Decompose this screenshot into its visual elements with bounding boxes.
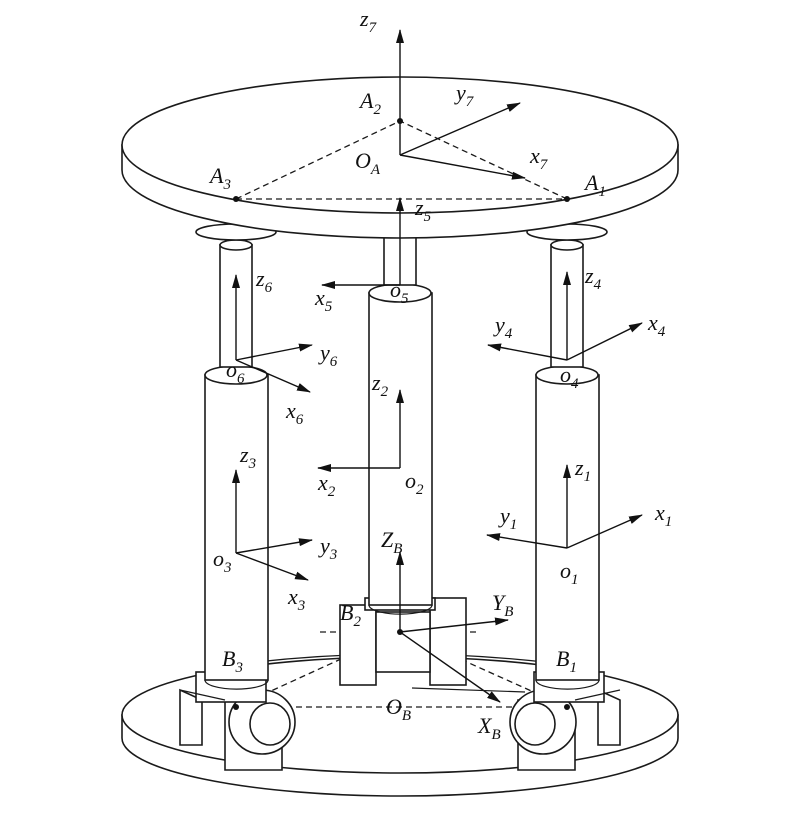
label-a1: A1	[583, 170, 606, 200]
label-z3: z3	[239, 442, 256, 472]
label-x6: x6	[285, 398, 304, 428]
label-o2: o2	[405, 468, 424, 498]
label-ob: OB	[386, 694, 411, 724]
label-oa: OA	[355, 148, 381, 178]
label-z6: z6	[255, 266, 273, 296]
frame-b-axes	[233, 551, 570, 710]
label-x7: x7	[529, 143, 549, 173]
label-o1: o1	[560, 558, 579, 588]
label-y1: y1	[498, 503, 517, 533]
joint-b2	[339, 597, 467, 686]
label-x4: x4	[647, 310, 666, 340]
frame-5-axes	[321, 197, 404, 289]
label-x2: x2	[317, 470, 336, 500]
label-b1: B1	[556, 646, 577, 676]
label-o3: o3	[213, 546, 232, 576]
label-yb: YB	[492, 590, 513, 620]
label-y7: y7	[454, 80, 475, 110]
label-x5: x5	[314, 285, 333, 315]
frame-7-axes	[396, 29, 526, 180]
label-o4: o4	[560, 362, 579, 392]
label-y3: y3	[318, 533, 337, 563]
label-a3: A3	[208, 163, 231, 193]
label-o6: o6	[226, 357, 245, 387]
label-z4: z4	[584, 263, 602, 293]
label-y6: y6	[318, 340, 338, 370]
label-xb: XB	[477, 713, 501, 743]
label-z2: z2	[371, 370, 389, 400]
label-z7: z7	[359, 6, 378, 36]
label-b3: B3	[222, 646, 243, 676]
label-o5: o5	[390, 277, 409, 307]
label-b2: B2	[340, 600, 361, 630]
frame-2-axes	[317, 389, 404, 472]
labels: z7 A2 y7 OA x7 A3 A1 z5 z6 x5 o5 z4 y4 x…	[208, 6, 672, 743]
frame-1-axes	[486, 464, 643, 549]
label-z5: z5	[414, 195, 432, 225]
label-y4: y4	[493, 312, 513, 342]
frame-6-axes	[232, 274, 313, 393]
label-x1: x1	[654, 500, 672, 530]
label-a2: A2	[358, 88, 381, 118]
label-x3: x3	[287, 584, 305, 614]
label-z1: z1	[574, 455, 591, 485]
label-zb: ZB	[381, 527, 402, 557]
frame-3-axes	[232, 469, 313, 581]
frame-4-axes	[487, 271, 643, 361]
